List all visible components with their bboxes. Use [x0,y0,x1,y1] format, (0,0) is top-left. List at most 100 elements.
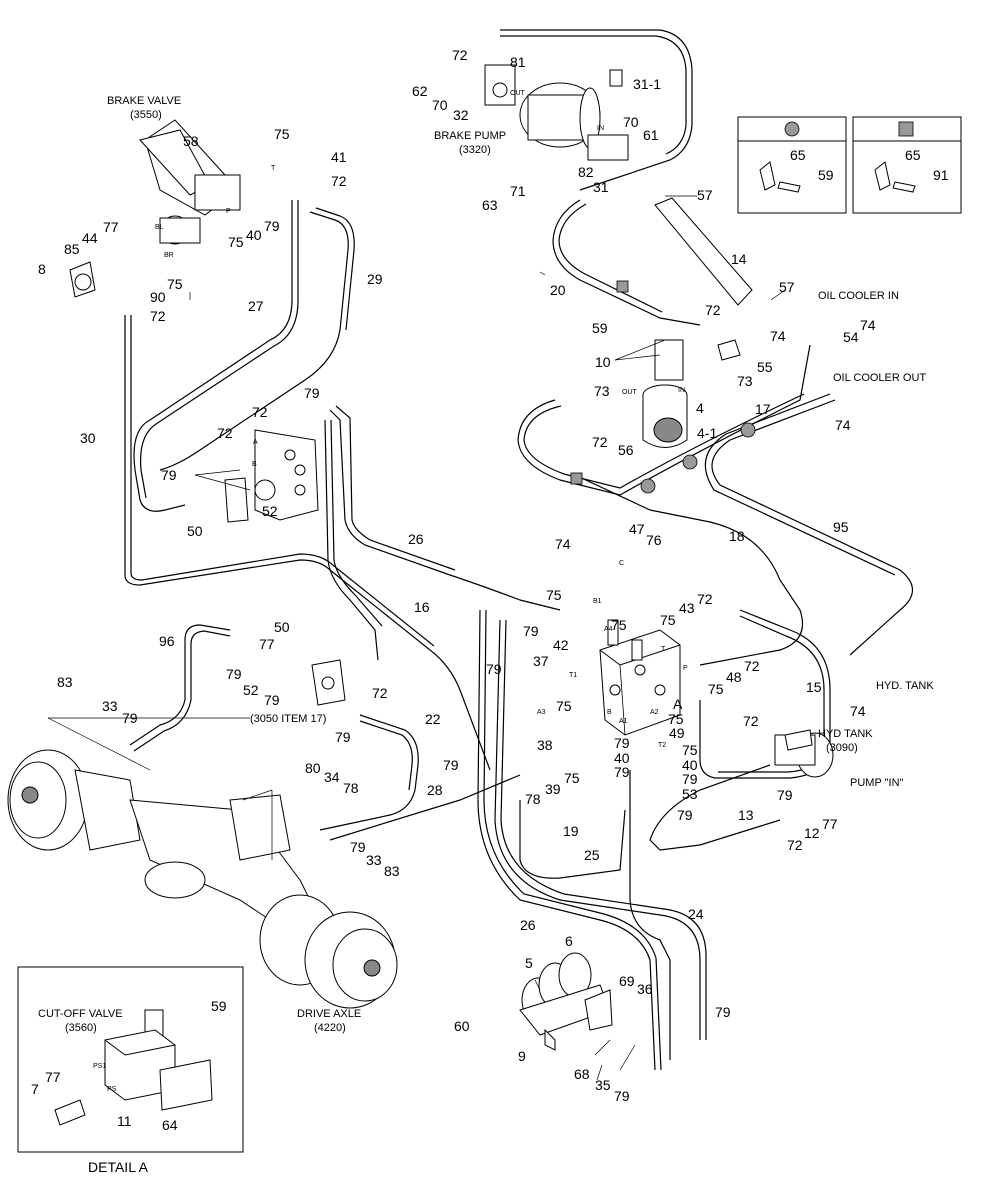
hose-17 [517,344,811,496]
callout: 79 [486,661,502,677]
callout: 75 [546,587,562,603]
callout: 83 [57,674,73,690]
callout: 18 [729,528,745,544]
callout: 41 [331,149,347,165]
callout: 26 [408,531,424,547]
callout: 77 [103,219,119,235]
callout: 58 [183,133,199,149]
legend-part-label: 91 [933,167,949,183]
port-label: IN [597,125,604,132]
callout: 74 [770,328,786,344]
port-label: P [683,665,688,672]
item-17-block [311,659,346,706]
callout: 74 [555,536,571,552]
component-labels: BRAKE VALVE (3550) BRAKE PUMP (3320) OIL… [38,95,934,1175]
callout: 75 [660,612,676,628]
callout: 68 [574,1066,590,1082]
callout: 64 [162,1117,178,1133]
callout: 75 [274,126,290,142]
hose-27 [133,200,293,512]
callout: 72 [217,425,233,441]
callout: 75 [708,681,724,697]
callout: 79 [350,839,366,855]
callout: 13 [738,807,754,823]
callout: 75 [228,234,244,250]
brake-valve-ref: (3550) [130,109,162,121]
callout: 52 [243,682,259,698]
callout: 79 [614,764,630,780]
callout: 5 [525,955,533,971]
valve-block [599,619,681,736]
port-label: T [271,165,276,172]
callout: 74 [860,317,876,333]
round-hatched-marker-icon [784,121,800,137]
port-label: OUT [510,90,526,97]
callout: 14 [731,251,747,267]
callout: 25 [584,847,600,863]
callout: 44 [82,230,98,246]
callout: 11 [117,1113,132,1129]
callout: 72 [697,591,713,607]
hyd-tank-ref: (3090) [826,742,858,754]
hose-96 [129,624,231,746]
callout: 47 [629,521,645,537]
callout: 79 [614,1088,630,1104]
brake-pump-ref: (3320) [459,144,491,156]
callout: 74 [850,703,866,719]
port-label: T [661,646,666,653]
hyd-tank-label: HYD TANK [818,728,873,740]
callout: 79 [777,787,793,803]
hose-20 [552,199,701,326]
callout: 12 [804,825,820,841]
filter-assembly [642,339,741,448]
callout: 79 [264,692,280,708]
callout: 39 [545,781,561,797]
callout: 40 [246,227,262,243]
hose-13 [649,764,781,851]
callout: 75 [682,742,698,758]
callout: 63 [482,197,498,213]
callout: 17 [755,401,771,417]
callout: 79 [226,666,242,682]
pump-in-label: PUMP "IN" [850,777,904,789]
hose-16 [324,419,379,661]
callout: 74 [835,417,851,433]
callout: 73 [737,373,753,389]
port-label: C [619,560,624,567]
callout: 24 [688,906,704,922]
callout: 33 [366,852,382,868]
callout: 33 [102,698,118,714]
callout: 79 [677,807,693,823]
port-label: OUT [622,389,638,396]
detail-a-marker: A [673,696,683,712]
callout: 37 [533,653,549,669]
port-label: T2 [658,742,666,749]
callout-numbers: 72 81 62 70 32 31-1 82 70 61 31 71 63 57… [31,47,876,1133]
port-label: PS1 [93,1063,106,1070]
callout: 72 [372,685,388,701]
callout: 72 [252,404,268,420]
hose-31 [500,29,693,191]
brake-pump-label: BRAKE PUMP [434,130,506,142]
manifold-block [224,429,319,523]
callout: 80 [305,760,321,776]
callout: 81 [510,54,526,70]
hose-18 [574,474,804,666]
callout: 29 [367,271,383,287]
port-label: BR [164,252,174,259]
callout: 95 [833,519,849,535]
hose-26-lower [477,609,656,1071]
callout: 27 [248,298,264,314]
legend-part-label: 65 [905,147,921,163]
port-label: T1 [569,672,577,679]
callout: 7 [31,1081,39,1097]
callout: 90 [150,289,166,305]
callout: 59 [592,320,608,336]
callout: 50 [187,523,203,539]
callout: 75 [668,711,684,727]
callout: 54 [843,329,859,345]
callout: 72 [592,434,608,450]
callout: 30 [80,430,96,446]
callout: 36 [637,981,653,997]
callout: 6 [565,933,573,949]
